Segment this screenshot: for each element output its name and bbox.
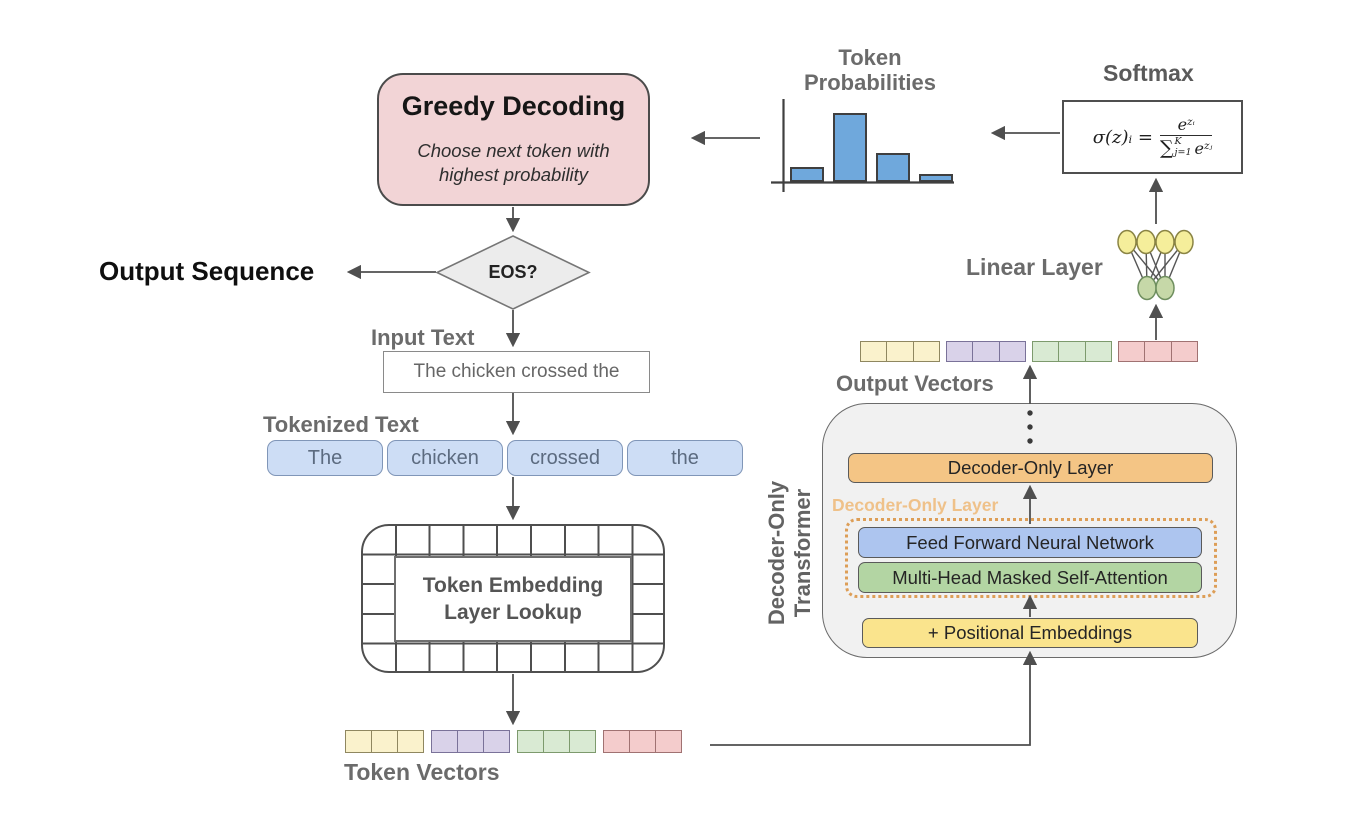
token-chip: the <box>627 440 743 476</box>
vector-cell <box>483 731 509 752</box>
vector-cell <box>886 342 912 361</box>
network-node <box>1174 229 1194 255</box>
probability-bar <box>833 113 867 182</box>
vector-cell <box>346 731 371 752</box>
softmax-formula: σ(z)ᵢ = ezᵢ ∑ K j=1 ezⱼ <box>1093 115 1213 159</box>
token-chip: crossed <box>507 440 623 476</box>
vector-cell <box>1144 342 1170 361</box>
input-text-value: The chicken crossed the <box>413 361 620 382</box>
tokenized-text-label: Tokenized Text <box>263 412 419 437</box>
vector-cell <box>518 731 543 752</box>
formula-lhs: σ(z)ᵢ = <box>1092 126 1153 148</box>
formula-den-base: ezⱼ <box>1194 138 1213 158</box>
formula-numerator: ezᵢ <box>1177 115 1195 134</box>
network-node <box>1155 229 1175 255</box>
greedy-decoding-title: Greedy Decoding <box>401 91 626 121</box>
probability-bar <box>876 153 910 182</box>
token-vectors-label: Token Vectors <box>344 759 500 785</box>
arrow-token-vectors-to-transformer <box>710 650 1038 746</box>
embedding-label-box: Token Embedding Layer Lookup <box>394 556 632 642</box>
token-vectors-row <box>345 730 682 753</box>
positional-embeddings-bar: + Positional Embeddings <box>862 618 1198 648</box>
vector-cell <box>569 731 595 752</box>
softmax-label: Softmax <box>1103 60 1194 86</box>
vector-cell <box>1119 342 1144 361</box>
vector-group-yellow <box>860 341 940 362</box>
decoder-only-layer-bar: Decoder-Only Layer <box>848 453 1213 483</box>
vector-group-green <box>1032 341 1112 362</box>
vector-cell <box>604 731 629 752</box>
token-probabilities-bars <box>790 112 960 182</box>
token-chip: chicken <box>387 440 503 476</box>
token-probabilities-title: Token Probabilities <box>803 45 937 96</box>
decoder-layer-dotted-label: Decoder-Only Layer <box>832 495 999 515</box>
network-node <box>1137 275 1157 301</box>
vector-cell <box>998 342 1025 361</box>
greedy-decoding-box: Greedy Decoding Choose next token with h… <box>377 73 650 206</box>
vector-group-purple <box>431 730 510 753</box>
vector-group-green <box>517 730 596 753</box>
input-text-box: The chicken crossed the <box>383 351 650 393</box>
masked-self-attention-bar: Multi-Head Masked Self-Attention <box>858 562 1202 593</box>
vector-cell <box>1084 342 1111 361</box>
probability-bar <box>919 174 953 182</box>
network-node <box>1155 275 1175 301</box>
network-node <box>1117 229 1137 255</box>
vector-cell <box>397 731 423 752</box>
vector-group-pink <box>1118 341 1198 362</box>
vector-group-yellow <box>345 730 424 753</box>
vector-cell <box>972 342 998 361</box>
vector-cell <box>947 342 972 361</box>
transformer-side-label-line1: Decoder-Only <box>763 480 789 626</box>
transformer-side-label-line2: Transformer <box>790 488 815 618</box>
formula-fraction: ezᵢ ∑ K j=1 ezⱼ <box>1159 115 1213 159</box>
vector-cell <box>912 342 939 361</box>
vector-cell <box>432 731 457 752</box>
output-vectors-label: Output Vectors <box>836 371 994 396</box>
input-text-label: Input Text <box>371 325 475 350</box>
softmax-formula-box: σ(z)ᵢ = ezᵢ ∑ K j=1 ezⱼ <box>1062 100 1243 174</box>
vector-cell <box>861 342 886 361</box>
vector-cell <box>1170 342 1197 361</box>
vector-cell <box>371 731 397 752</box>
eos-label: EOS? <box>488 262 538 282</box>
vector-cell <box>1058 342 1084 361</box>
formula-denominator: ∑ K j=1 ezⱼ <box>1159 135 1213 159</box>
greedy-decoding-subtitle: Choose next token with highest probabili… <box>417 140 610 186</box>
network-node <box>1136 229 1156 255</box>
vector-cell <box>457 731 483 752</box>
vector-cell <box>629 731 655 752</box>
transformer-side-label: Decoder-Only Transformer <box>761 418 819 688</box>
linear-layer-network-icon <box>1117 229 1194 301</box>
linear-layer-label: Linear Layer <box>966 254 1103 280</box>
vector-cell <box>655 731 681 752</box>
probability-bar <box>790 167 824 182</box>
token-chip: The <box>267 440 383 476</box>
vector-cell <box>1033 342 1058 361</box>
vector-cell <box>543 731 569 752</box>
output-sequence-label: Output Sequence <box>99 256 315 286</box>
output-vectors-row <box>860 341 1198 362</box>
embedding-label: Token Embedding Layer Lookup <box>422 573 604 624</box>
vector-group-pink <box>603 730 682 753</box>
sum-symbol: ∑ <box>1159 137 1174 159</box>
vector-group-purple <box>946 341 1026 362</box>
feed-forward-bar: Feed Forward Neural Network <box>858 527 1202 558</box>
sum-limits: K j=1 <box>1174 136 1192 158</box>
